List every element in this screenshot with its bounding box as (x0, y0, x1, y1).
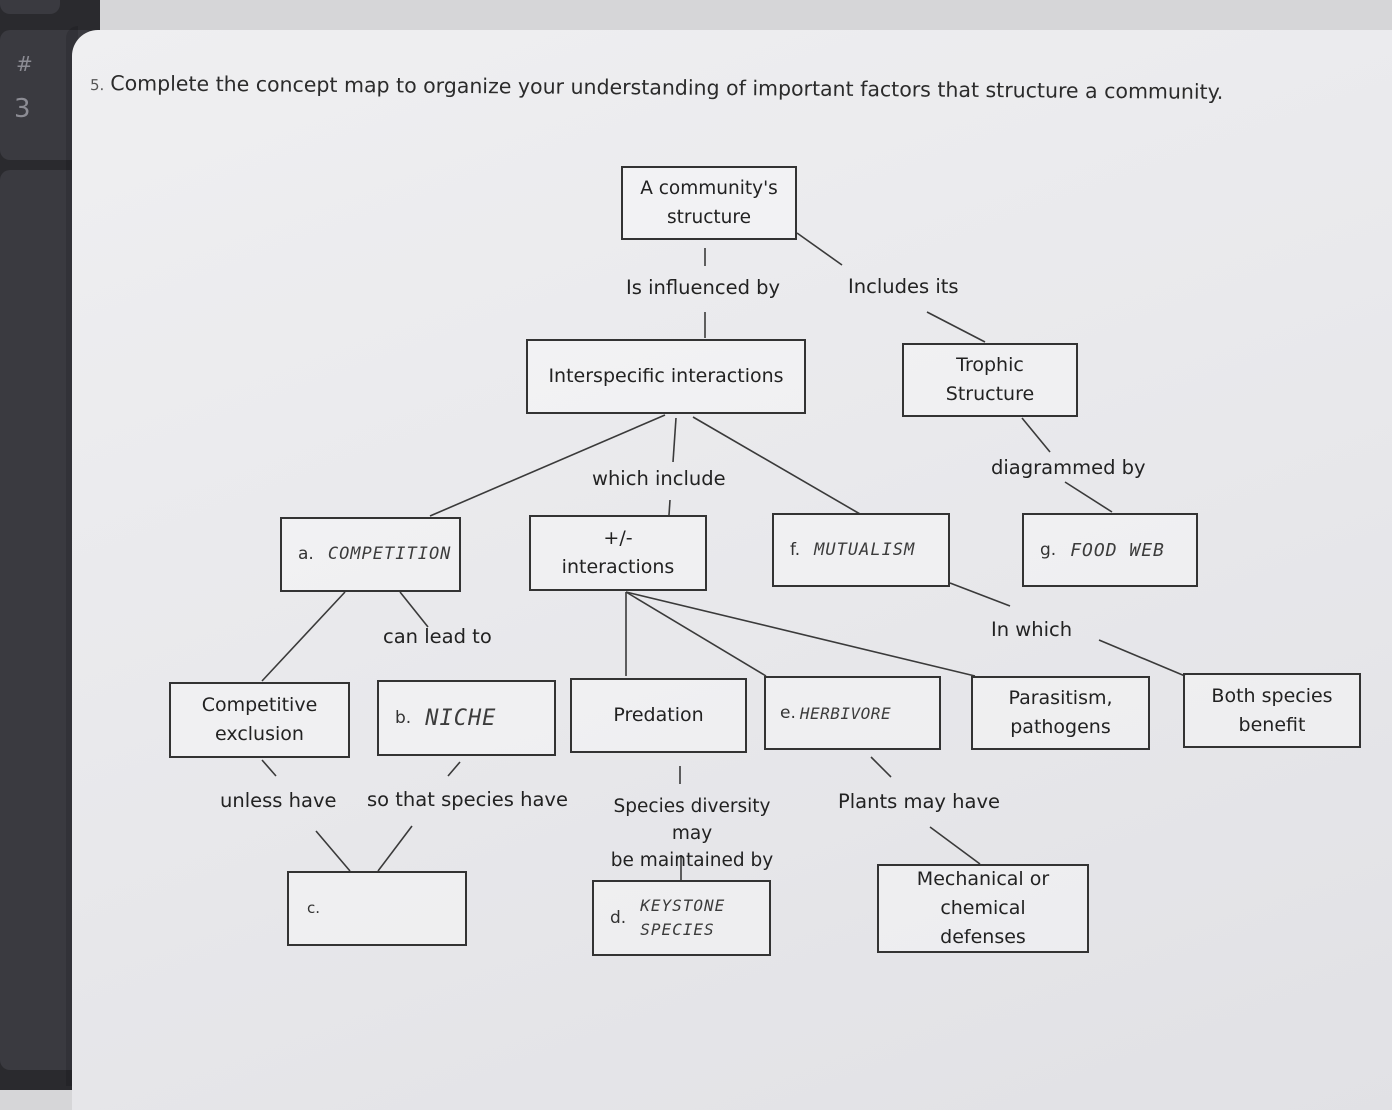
answer-e-letter: e. (780, 702, 796, 723)
connector-lines (261, 232, 1186, 880)
link-is-influenced-by: Is influenced by (626, 276, 781, 299)
node-answer-e[interactable]: e. HERBIVORE (764, 676, 941, 750)
connector (625, 591, 767, 677)
node-both-species-benefit: Both species benefit (1183, 673, 1361, 748)
connector (668, 499, 671, 516)
connector (377, 825, 413, 872)
node-plus-minus-interactions: +/- interactions (529, 515, 707, 591)
connector (870, 756, 892, 778)
node-answer-d[interactable]: d. KEYSTONE SPECIES (592, 880, 771, 956)
node-answer-f[interactable]: f. MUTUALISM (772, 513, 950, 587)
keyboard-key (0, 0, 60, 14)
node-competitive-exclusion: Competitive exclusion (169, 682, 350, 758)
answer-f-letter: f. (790, 539, 801, 560)
link-includes-its: Includes its (848, 275, 959, 298)
node-community-structure: A community's structure (621, 166, 797, 240)
connector (672, 417, 677, 463)
connector (399, 591, 429, 628)
node-answer-g[interactable]: g. FOOD WEB (1022, 513, 1198, 587)
link-diagrammed-by: diagrammed by (991, 456, 1146, 479)
connector (1064, 481, 1113, 513)
node-predation: Predation (570, 678, 747, 753)
connector (926, 311, 986, 343)
link-can-lead-to: can lead to (383, 625, 492, 648)
connector (929, 826, 981, 865)
link-plants-may-have: Plants may have (838, 790, 1001, 813)
connector (261, 591, 346, 682)
connector (261, 759, 277, 777)
node-parasitism-pathogens: Parasitism, pathogens (971, 676, 1150, 750)
link-in-which: In which (991, 618, 1073, 641)
key-three-label: 3 (14, 94, 31, 124)
link-species-diversity: Species diversity may be maintained by (610, 796, 774, 871)
key-hash-label: # (16, 52, 33, 76)
worksheet-paper (72, 30, 1392, 1110)
connector (949, 582, 1011, 607)
connector (625, 591, 976, 677)
connector (429, 414, 666, 517)
answer-d-letter: d. (610, 907, 627, 928)
link-so-that-species-have: so that species have (367, 788, 568, 811)
connector (447, 761, 461, 777)
connector (315, 830, 351, 872)
answer-e-handwriting[interactable]: HERBIVORE (799, 703, 892, 723)
connector (692, 416, 861, 515)
connector (796, 232, 843, 266)
link-which-include: which include (592, 467, 726, 490)
answer-d-handwriting[interactable]: KEYSTONE SPECIES (640, 896, 726, 939)
connector (1021, 417, 1051, 453)
answer-c-letter: c. (307, 899, 321, 917)
answer-a-letter: a. (298, 544, 314, 564)
answer-a-handwriting[interactable]: COMPETITION (327, 544, 452, 564)
connector (1098, 639, 1186, 677)
answer-b-letter: b. (395, 707, 412, 728)
node-answer-a[interactable]: a. COMPETITION (280, 517, 461, 592)
answer-b-handwriting[interactable]: NICHE (425, 705, 497, 731)
answer-f-handwriting[interactable]: MUTUALISM (814, 539, 916, 560)
answer-g-handwriting[interactable]: FOOD WEB (1070, 539, 1165, 561)
node-interspecific-interactions: Interspecific interactions (526, 339, 806, 414)
link-unless-have: unless have (220, 789, 337, 812)
answer-g-letter: g. (1040, 539, 1057, 560)
node-answer-b[interactable]: b. NICHE (377, 680, 556, 756)
node-mechanical-chemical-defenses: Mechanical or chemical defenses (877, 864, 1089, 953)
node-trophic-structure: Trophic Structure (902, 343, 1078, 417)
node-answer-c[interactable]: c. (287, 871, 467, 946)
